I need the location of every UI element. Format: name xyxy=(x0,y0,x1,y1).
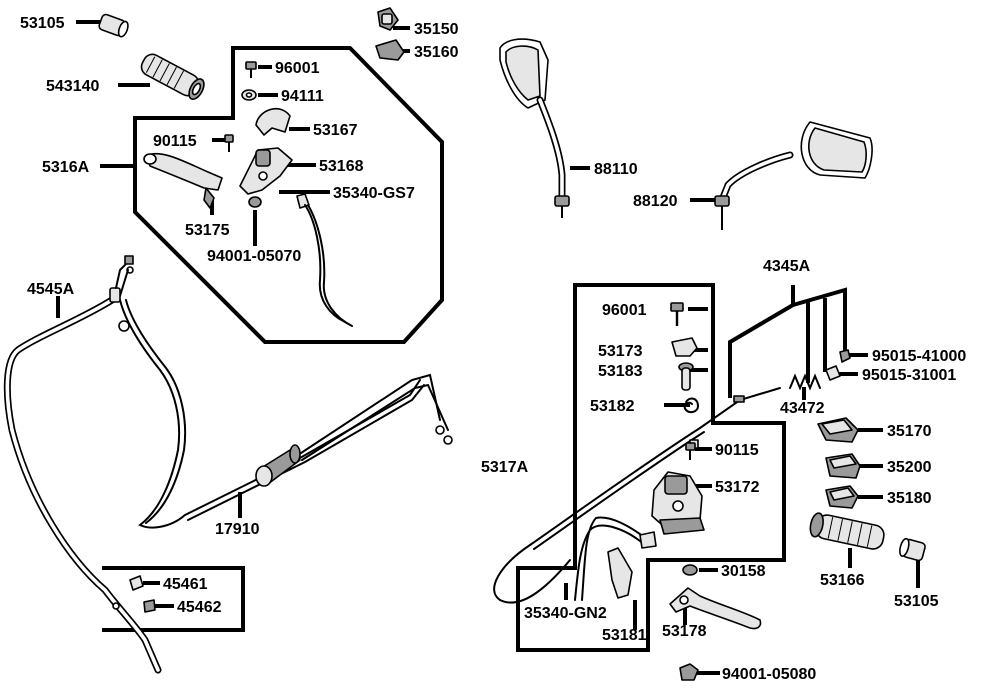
label-53105-top: 53105 xyxy=(20,15,65,32)
screw-96001-icon xyxy=(245,61,257,78)
cable-end-45462-icon xyxy=(143,599,156,613)
leader-4345A xyxy=(728,285,847,398)
screw-90115-icon xyxy=(224,134,234,152)
lever-bracket-53168-icon xyxy=(239,147,293,195)
switch-35170-icon xyxy=(817,417,859,443)
nut-94001-05070-icon xyxy=(248,196,262,208)
nut-94001-05080-icon xyxy=(679,663,699,681)
spring-53182-icon xyxy=(683,397,700,414)
label-90115-a: 90115 xyxy=(153,133,197,150)
label-30158: 30158 xyxy=(721,563,766,580)
label-5317A: 5317A xyxy=(481,459,529,476)
throttle-cable-17910-icon xyxy=(118,266,453,529)
brake-lever-right-icon xyxy=(669,587,762,630)
leaders-left xyxy=(56,20,715,608)
label-88120: 88120 xyxy=(633,193,678,210)
bracket-53181-icon xyxy=(607,547,633,599)
label-53173: 53173 xyxy=(598,343,643,360)
label-17910: 17910 xyxy=(215,521,260,538)
label-90115-b: 90115 xyxy=(715,442,759,459)
brake-cable-4545A-icon xyxy=(3,255,162,674)
label-53181: 53181 xyxy=(602,627,647,644)
bar-end-weight-icon xyxy=(98,13,129,38)
label-94001-05080: 94001-05080 xyxy=(722,666,816,683)
label-4545A: 4545A xyxy=(27,281,75,298)
label-5316A: 5316A xyxy=(42,159,90,176)
part-labels: 53105 543140 35150 35160 96001 94111 901… xyxy=(20,15,966,683)
label-35200: 35200 xyxy=(887,459,932,476)
label-35340-GN2: 35340-GN2 xyxy=(524,605,607,622)
label-45461: 45461 xyxy=(163,576,208,593)
screw-90115-right-icon xyxy=(685,442,696,460)
label-53183: 53183 xyxy=(598,363,643,380)
label-53105-bottom: 53105 xyxy=(894,593,939,610)
label-35150: 35150 xyxy=(414,21,459,38)
label-35340-GS7: 35340-GS7 xyxy=(333,185,415,202)
label-53182: 53182 xyxy=(590,398,635,415)
bolt-95015-41000-icon xyxy=(839,349,851,363)
label-45462: 45462 xyxy=(177,599,222,616)
stop-switch-cable-right-icon xyxy=(574,516,657,601)
switch-upper-icon xyxy=(377,7,399,31)
nut-30158-icon xyxy=(682,564,698,576)
group-outline-45461 xyxy=(102,566,245,632)
front-brake-cable-icon xyxy=(493,387,781,604)
label-53178: 53178 xyxy=(662,623,707,640)
label-53175: 53175 xyxy=(185,222,230,239)
label-53166: 53166 xyxy=(820,572,865,589)
label-543140: 543140 xyxy=(46,78,99,95)
label-43472: 43472 xyxy=(780,400,825,417)
mirror-right-icon xyxy=(714,121,873,230)
screw-96001-right-icon xyxy=(670,302,684,326)
switch-35180-icon xyxy=(825,485,859,509)
bolt-95015-31001-icon xyxy=(825,365,841,381)
label-95015-31001: 95015-31001 xyxy=(862,367,956,384)
spring-43472-icon xyxy=(789,373,821,391)
label-4345A: 4345A xyxy=(763,258,811,275)
stop-switch-cable-left-icon xyxy=(296,193,353,327)
label-94001-05070: 94001-05070 xyxy=(207,248,301,265)
group-outline-5317A xyxy=(516,283,786,652)
right-grip-53166-icon xyxy=(809,512,885,550)
label-35180: 35180 xyxy=(887,490,932,507)
cable-end-45461-icon xyxy=(129,575,144,591)
pin-53183-icon xyxy=(678,362,694,391)
label-35160: 35160 xyxy=(414,44,459,61)
label-96001-a: 96001 xyxy=(275,60,320,77)
label-95015-41000: 95015-41000 xyxy=(872,348,966,365)
label-88110: 88110 xyxy=(594,161,638,178)
label-53168: 53168 xyxy=(319,158,364,175)
clip-53173-icon xyxy=(671,337,698,357)
mirror-left-icon xyxy=(499,38,570,218)
washer-94111-icon xyxy=(241,89,257,101)
brake-lever-left-icon xyxy=(143,152,223,209)
label-53172: 53172 xyxy=(715,479,760,496)
switch-35200-icon xyxy=(825,453,861,479)
clamp-53167-icon xyxy=(255,107,291,136)
switch-lower-icon xyxy=(375,39,405,61)
label-94111: 94111 xyxy=(281,88,324,105)
bar-end-weight-right-icon xyxy=(899,537,926,562)
master-cylinder-53172-icon xyxy=(651,471,705,535)
label-53167: 53167 xyxy=(313,122,358,139)
left-grip-icon xyxy=(140,53,205,100)
label-96001-b: 96001 xyxy=(602,302,647,319)
label-35170: 35170 xyxy=(887,423,932,440)
group-outline-5316A xyxy=(133,46,444,344)
